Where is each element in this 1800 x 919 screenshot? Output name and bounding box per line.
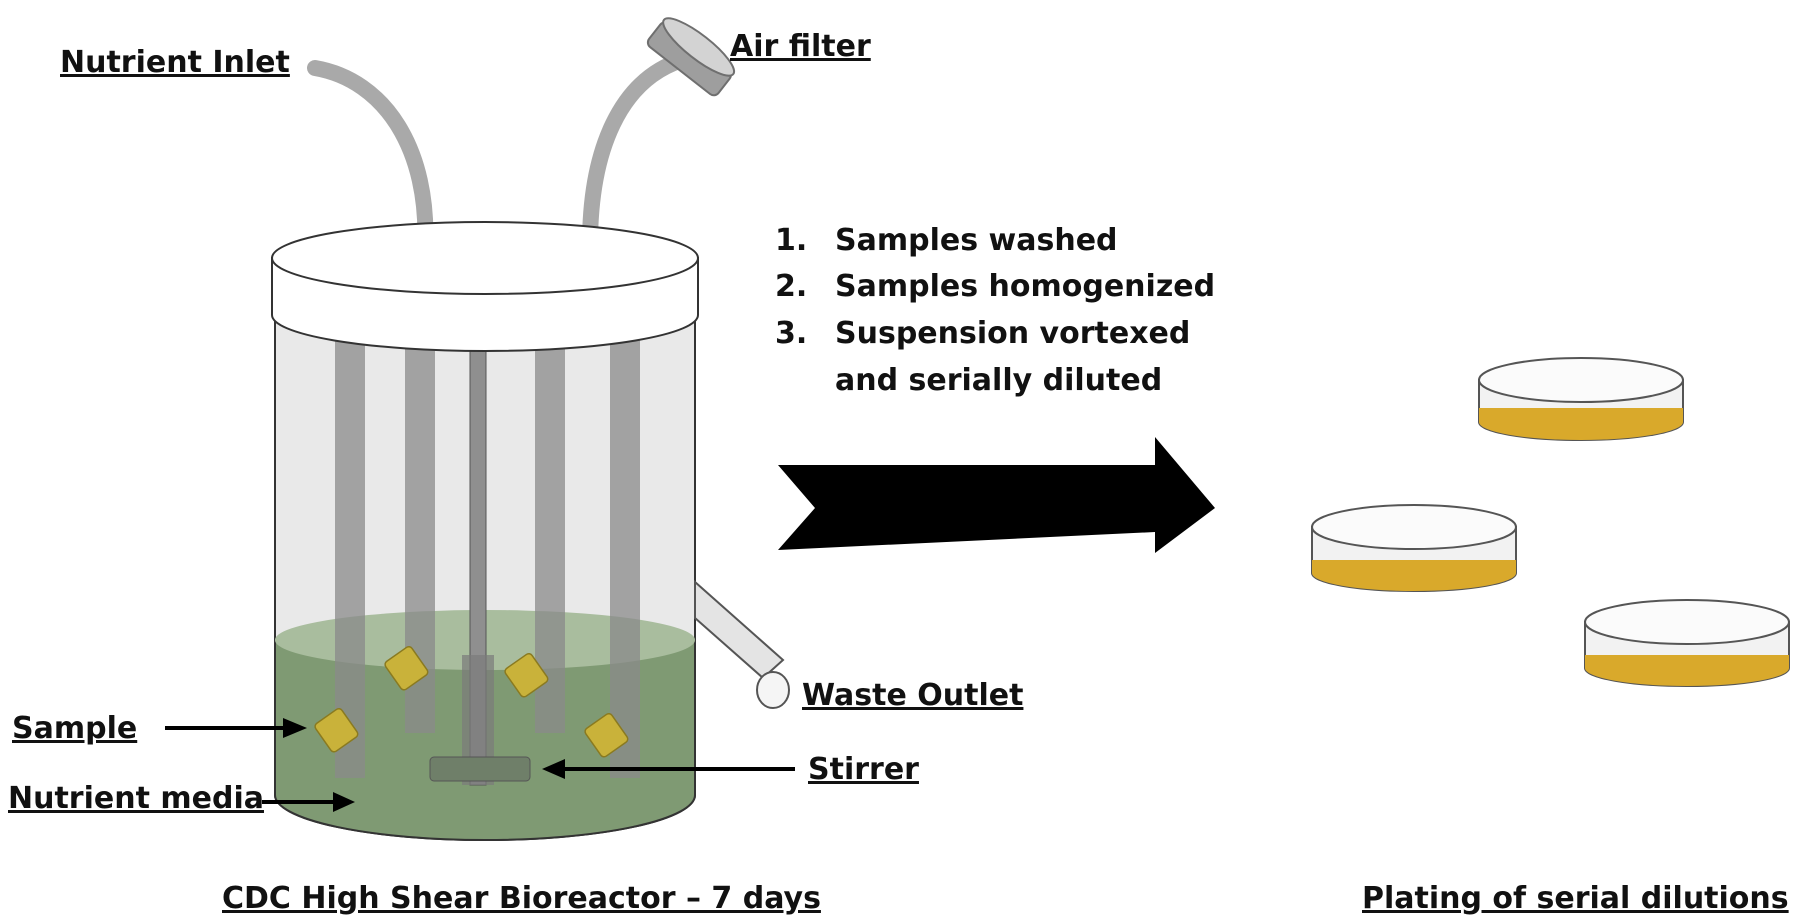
step-3-text-line-1: Suspension vortexed [835, 316, 1190, 351]
sample-coupons [314, 645, 629, 758]
step-2-number: 2. [775, 269, 807, 304]
plating-caption: Plating of serial dilutions [1362, 881, 1789, 916]
waste-outlet-label: Waste Outlet [802, 678, 1023, 713]
pointer-arrows [165, 718, 795, 812]
step-1-number: 1. [775, 223, 807, 258]
step-2-text: Samples homogenized [835, 269, 1215, 304]
step-3-text-line-2: and serially diluted [835, 363, 1162, 398]
petri-dish-2 [1311, 504, 1517, 592]
step-3-number: 3. [775, 316, 807, 351]
air-filter-label: Air filter [730, 29, 871, 64]
sample-label: Sample [12, 711, 137, 746]
reactor-lid [271, 221, 699, 352]
step-1-text: Samples washed [835, 223, 1118, 258]
stirrer-label: Stirrer [808, 752, 919, 787]
nutrient-media-label: Nutrient media [8, 781, 264, 816]
waste-outlet-tube [694, 579, 790, 709]
stirrer-assembly [429, 344, 531, 786]
bioreactor-caption: CDC High Shear Bioreactor – 7 days [222, 881, 821, 916]
nutrient-inlet-tube [307, 60, 434, 256]
nutrient-inlet-label: Nutrient Inlet [60, 45, 290, 80]
petri-dish-3 [1584, 599, 1790, 687]
process-steps: 1. Samples washed 2. Samples homogenized… [775, 223, 1215, 398]
process-arrow [778, 437, 1215, 553]
petri-dish-1 [1478, 357, 1684, 441]
air-filter-tube [582, 52, 690, 253]
air-filter-icon [646, 17, 736, 97]
